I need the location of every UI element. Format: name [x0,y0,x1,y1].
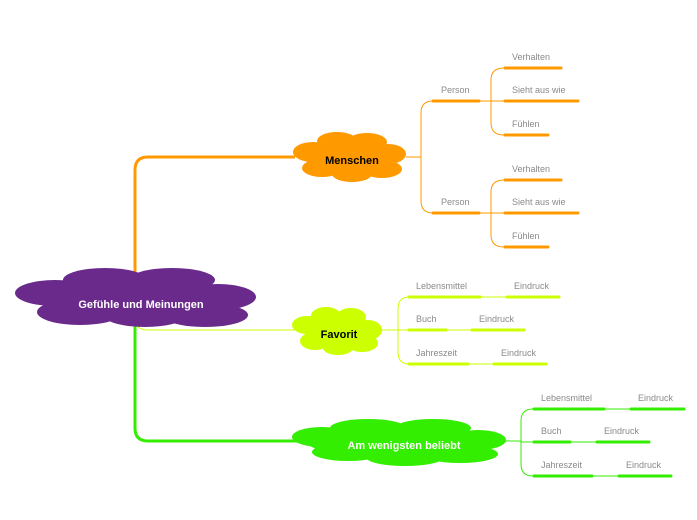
row-label: Lebensmittel [541,393,592,403]
leaf-label: Sieht aus wie [512,85,566,95]
leaf-label: Verhalten [512,164,550,174]
row-label: Jahreszeit [416,348,458,358]
connector-wenigsten-rows [505,408,534,477]
node-am-wenigsten-beliebt[interactable]: Am wenigsten beliebt [292,419,506,466]
leaf-sieht-aus-wie[interactable]: Sieht aus wie [503,197,580,215]
row-child-label: Eindruck [604,426,640,436]
connector-favorit-rows [381,296,410,365]
row-child-label: Eindruck [501,348,537,358]
root-label: Gefühle und Meinungen [78,299,204,311]
leaf-sieht-aus-wie[interactable]: Sieht aus wie [503,85,580,103]
connector-person-items [479,179,505,248]
row-child-label: Eindruck [514,281,550,291]
connector-root-menschen [133,155,295,290]
person-label: Person [441,85,470,95]
person-label: Person [441,197,470,207]
row-label: Buch [541,426,562,436]
connector-menschen-persons [406,100,434,214]
row-child-label: Eindruck [479,314,515,324]
row-child-label: Eindruck [626,460,662,470]
favorit-row-buch[interactable]: Buch Eindruck [407,314,526,332]
row-label: Buch [416,314,437,324]
leaf-label: Fühlen [512,119,540,129]
menschen-label: Menschen [325,155,379,167]
wenigsten-row-lebensmittel[interactable]: Lebensmittel Eindruck [532,393,686,411]
menschen-cloud-shape [293,132,406,182]
row-child-label: Eindruck [638,393,674,403]
node-menschen[interactable]: Menschen [293,132,406,182]
root-cloud-shape [15,268,256,327]
wenigsten-row-buch[interactable]: Buch Eindruck [532,426,651,444]
leaf-label: Fühlen [512,231,540,241]
leaf-verhalten[interactable]: Verhalten [503,52,563,70]
favorit-row-jahreszeit[interactable]: Jahreszeit Eindruck [407,348,548,366]
leaf-verhalten[interactable]: Verhalten [503,164,563,182]
node-favorit[interactable]: Favorit [292,307,382,355]
connector-person-items [479,67,505,136]
leaf-fuehlen[interactable]: Fühlen [503,231,550,249]
favorit-row-lebensmittel[interactable]: Lebensmittel Eindruck [407,281,561,299]
row-label: Jahreszeit [541,460,583,470]
wenigsten-row-jahreszeit[interactable]: Jahreszeit Eindruck [532,460,673,478]
wenigsten-cloud-shape [292,419,506,466]
person-group-2[interactable]: Person Verhalten Sieht aus wie Fühlen [431,164,580,249]
leaf-fuehlen[interactable]: Fühlen [503,119,550,137]
leaf-label: Verhalten [512,52,550,62]
row-label: Lebensmittel [416,281,467,291]
connector-root-wenigsten [133,318,300,443]
favorit-label: Favorit [321,329,358,341]
favorit-cloud-shape [292,307,382,355]
person-group-1[interactable]: Person Verhalten Sieht aus wie Fühlen [431,52,580,137]
wenigsten-label: Am wenigsten beliebt [347,440,460,452]
leaf-label: Sieht aus wie [512,197,566,207]
root-node[interactable]: Gefühle und Meinungen [15,268,256,327]
